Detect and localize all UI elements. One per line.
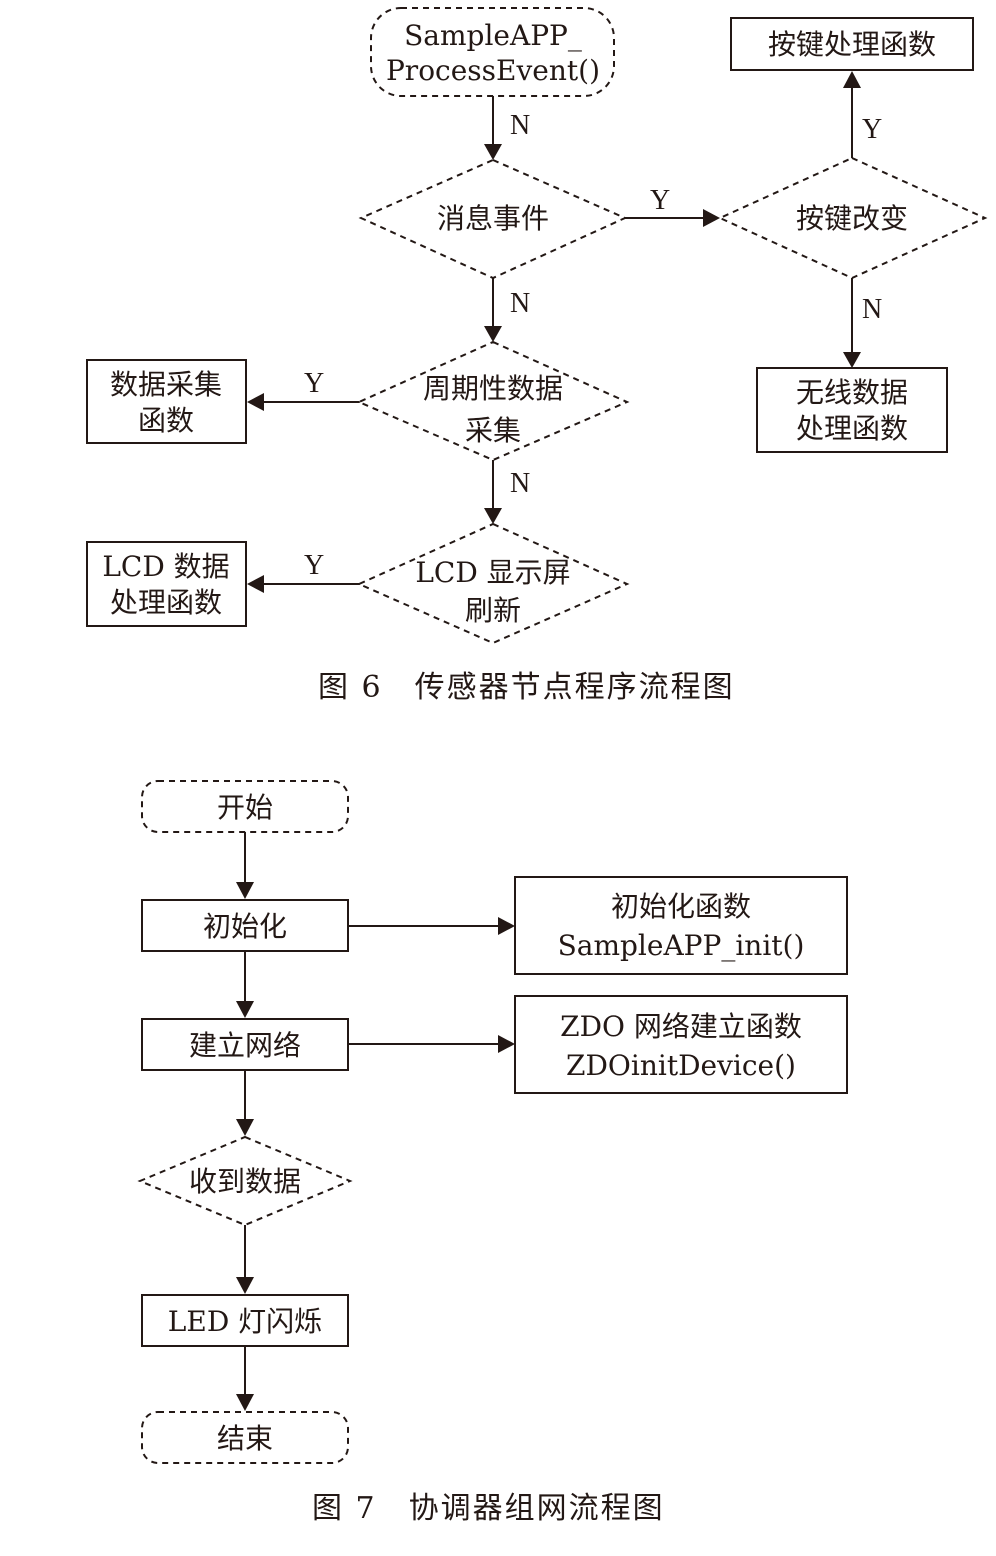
node-label: ZDO 网络建立函数 xyxy=(560,1010,802,1043)
edge-label-n: N xyxy=(510,468,530,499)
node-label: 结束 xyxy=(217,1422,273,1455)
node-label: ZDOinitDevice() xyxy=(566,1049,796,1082)
node-label: 刷新 xyxy=(465,594,521,627)
edge-label-n: N xyxy=(510,110,530,141)
edge-label-y: Y xyxy=(862,114,882,145)
process-init: 初始化 xyxy=(141,899,349,952)
node-label: SampleAPP_init() xyxy=(558,929,805,962)
decision-periodic-collect: 周期性数据 采集 xyxy=(356,340,630,462)
figure-6: N Y Y N N Y N Y SampleAPP_ ProcessEvent(… xyxy=(86,7,988,705)
arrowhead xyxy=(498,917,515,935)
process-led-blink: LED 灯闪烁 xyxy=(141,1294,349,1347)
node-label: 开始 xyxy=(217,791,273,824)
fig6-edge-labels: N Y Y N N Y N Y xyxy=(304,110,882,581)
node-label: 初始化 xyxy=(203,910,287,943)
edge-label-y: Y xyxy=(304,368,324,399)
terminal-end: 结束 xyxy=(141,1411,349,1464)
node-label: 无线数据 xyxy=(796,376,908,409)
edge-label-n: N xyxy=(510,288,530,319)
arrowhead xyxy=(843,352,861,368)
figure-6-caption: 图 6 传感器节点程序流程图 xyxy=(318,670,735,705)
node-label: 函数 xyxy=(138,404,194,437)
decision-message-event: 消息事件 xyxy=(358,158,628,280)
node-sampleapp-processevent: SampleAPP_ ProcessEvent() xyxy=(370,7,615,97)
fig7-edges xyxy=(236,832,515,1411)
arrowhead xyxy=(484,508,502,524)
process-zdo-function: ZDO 网络建立函数 ZDOinitDevice() xyxy=(514,995,848,1094)
arrowhead xyxy=(236,1001,254,1018)
decision-key-change: 按键改变 xyxy=(717,156,988,280)
decision-data-received: 收到数据 xyxy=(137,1135,353,1227)
arrowhead xyxy=(703,209,720,227)
process-wireless-handler: 无线数据 处理函数 xyxy=(756,367,948,453)
terminal-start: 开始 xyxy=(141,780,349,833)
node-label: 收到数据 xyxy=(189,1165,301,1198)
edge-label-n: N xyxy=(862,294,882,325)
node-label: 处理函数 xyxy=(796,412,908,445)
process-build-network: 建立网络 xyxy=(141,1018,349,1071)
node-label: ProcessEvent() xyxy=(386,54,600,87)
node-label: LCD 数据 xyxy=(102,550,229,583)
arrowhead xyxy=(236,1277,254,1294)
arrowhead xyxy=(236,1394,254,1411)
edge-label-y: Y xyxy=(650,185,670,216)
arrowhead xyxy=(498,1035,515,1053)
arrowhead xyxy=(236,882,254,899)
arrowhead xyxy=(843,71,861,88)
node-label: SampleAPP_ xyxy=(404,19,582,52)
process-lcd-handler: LCD 数据 处理函数 xyxy=(86,541,247,627)
node-label: 建立网络 xyxy=(189,1029,301,1062)
node-label: 处理函数 xyxy=(110,586,222,619)
process-key-handler: 按键处理函数 xyxy=(730,17,974,71)
figure-7: 开始 初始化 初始化函数 SampleAPP_init() 建立网络 ZDO 网… xyxy=(137,780,848,1526)
node-label: 按键改变 xyxy=(796,202,908,235)
arrowhead xyxy=(236,1119,254,1136)
arrowhead xyxy=(484,326,502,342)
figure-7-caption: 图 7 协调器组网流程图 xyxy=(312,1491,665,1526)
edge-label-y: Y xyxy=(304,550,324,581)
node-label: 采集 xyxy=(465,414,521,447)
node-label: 按键处理函数 xyxy=(768,28,936,61)
arrowhead xyxy=(247,575,264,593)
process-init-function: 初始化函数 SampleAPP_init() xyxy=(514,876,848,975)
node-label: 数据采集 xyxy=(110,368,222,401)
decision-lcd-refresh: LCD 显示屏 刷新 xyxy=(356,522,630,645)
arrowhead xyxy=(247,393,264,411)
node-label: 消息事件 xyxy=(437,202,549,235)
arrowhead xyxy=(484,144,502,160)
fig6-edges xyxy=(247,71,861,593)
node-label: LCD 显示屏 xyxy=(415,556,570,589)
process-data-collect: 数据采集 函数 xyxy=(86,359,247,444)
node-label: LED 灯闪烁 xyxy=(168,1305,322,1338)
node-label: 初始化函数 xyxy=(611,890,751,923)
node-label: 周期性数据 xyxy=(423,372,563,405)
